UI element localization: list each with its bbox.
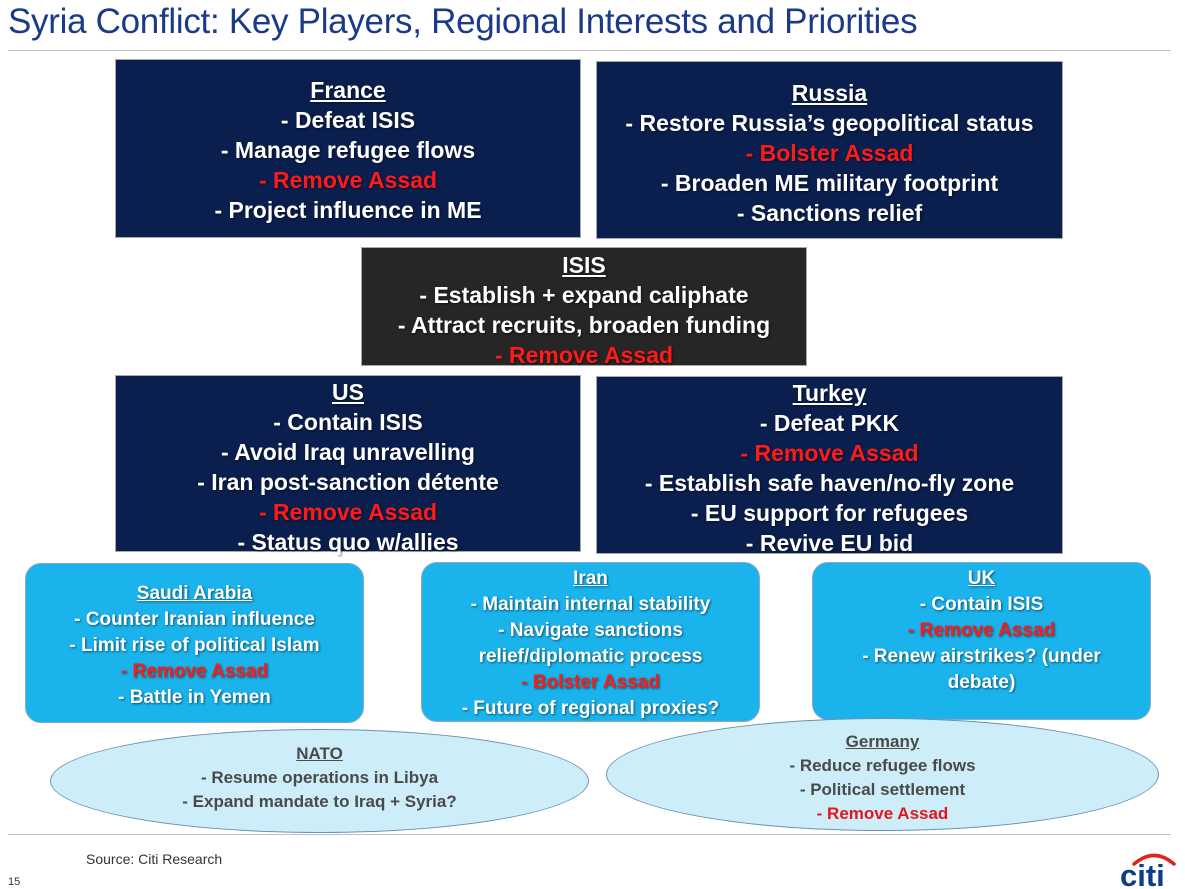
citi-logo: citi — [1120, 853, 1176, 889]
priority-item: - Navigate sanctions — [498, 620, 683, 641]
priority-item: relief/diplomatic process — [478, 646, 703, 667]
priority-item-highlighted: - Bolster Assad — [745, 140, 914, 166]
priority-item: - Resume operations in Libya — [200, 768, 439, 787]
priority-item: - Renew airstrikes? (under — [862, 646, 1101, 667]
priority-item: - Defeat PKK — [759, 410, 900, 436]
iran-box: Iran - Maintain internal stability - Navig… — [421, 562, 760, 722]
russia-box: Russia - Restore Russia’s geopolitical st… — [596, 61, 1063, 239]
priority-item: - EU support for refugees — [690, 500, 969, 526]
france-box: France - Defeat ISIS - Manage refugee flow… — [115, 59, 581, 238]
priority-item-highlighted: - Remove Assad — [740, 440, 919, 466]
priority-item: - Manage refugee flows — [220, 137, 476, 163]
priority-item: - Contain ISIS — [273, 409, 423, 435]
player-name: ISIS — [562, 252, 606, 278]
player-name: Germany — [845, 732, 920, 751]
isis-box: ISIS - Establish + expand caliphate - Attr… — [361, 247, 807, 368]
player-name: US — [332, 379, 364, 405]
source-note: Source: Citi Research — [86, 851, 223, 867]
player-name: Russia — [791, 80, 868, 106]
priority-item: - Political settlement — [799, 780, 966, 799]
uk-box: UK - Contain ISIS - Remove Assad - Renew ai… — [812, 562, 1151, 720]
priority-item: - Contain ISIS — [919, 594, 1044, 615]
priority-item: - Project influence in ME — [214, 197, 482, 223]
priority-item-highlighted: - Remove Assad — [816, 804, 949, 823]
priority-item: - Expand mandate to Iraq + Syria? — [182, 792, 457, 811]
title-divider — [8, 50, 1171, 51]
us-box: US - Contain ISIS - Avoid Iraq unravelling… — [115, 375, 581, 555]
player-name: France — [310, 77, 386, 103]
priority-item: - Restore Russia’s geopolitical status — [625, 110, 1034, 136]
player-name: Iran — [573, 568, 608, 589]
priority-item: - Attract recruits, broaden funding — [397, 312, 771, 338]
priority-item: debate) — [947, 672, 1016, 693]
priority-item: - Battle in Yemen — [118, 687, 271, 708]
priority-item: - Defeat ISIS — [280, 107, 416, 133]
player-name: Saudi Arabia — [136, 583, 253, 604]
footer-divider — [8, 834, 1171, 835]
priority-item: - Future of regional proxies? — [461, 698, 720, 719]
priority-item: - Iran post-sanction détente — [197, 469, 499, 495]
page-title: Syria Conflict: Key Players, Regional In… — [8, 2, 918, 41]
player-name: Turkey — [792, 380, 867, 406]
priority-item-highlighted: - Remove Assad — [258, 499, 438, 525]
priority-item: - Limit rise of political Islam — [69, 635, 320, 656]
priority-item: - Establish + expand caliphate — [419, 282, 749, 308]
priority-item: - Broaden ME military footprint — [660, 170, 999, 196]
turkey-box: Turkey - Defeat PKK - Remove Assad - Establ… — [596, 376, 1063, 556]
priority-item-highlighted: - Remove Assad — [120, 661, 269, 682]
priority-item: - Status quo w/allies — [237, 529, 459, 555]
priority-item: - Revive EU bid — [745, 530, 914, 556]
priority-item: - Maintain internal stability — [470, 594, 711, 615]
priority-item: - Reduce refugee flows — [789, 756, 976, 775]
logo-text: citi — [1120, 858, 1165, 889]
priority-item: - Counter Iranian influence — [74, 609, 315, 630]
priority-item: - Sanctions relief — [736, 200, 923, 226]
priority-item-highlighted: - Bolster Assad — [521, 672, 660, 693]
germany-ellipse: Germany - Reduce refugee flows - Political… — [606, 718, 1159, 831]
player-name: NATO — [296, 744, 343, 763]
priority-item-highlighted: - Remove Assad — [258, 167, 438, 193]
player-name: UK — [967, 568, 996, 589]
priority-item-highlighted: - Remove Assad — [907, 620, 1056, 641]
priority-item: - Avoid Iraq unravelling — [221, 439, 475, 465]
page-number: 15 — [8, 876, 21, 888]
priority-item: - Establish safe haven/no-fly zone — [644, 470, 1015, 496]
priority-item-highlighted: - Remove Assad — [494, 342, 674, 368]
nato-ellipse: NATO - Resume operations in Libya - Expand… — [50, 729, 589, 833]
saudi-arabia-box: Saudi Arabia - Counter Iranian influence -… — [25, 563, 364, 723]
